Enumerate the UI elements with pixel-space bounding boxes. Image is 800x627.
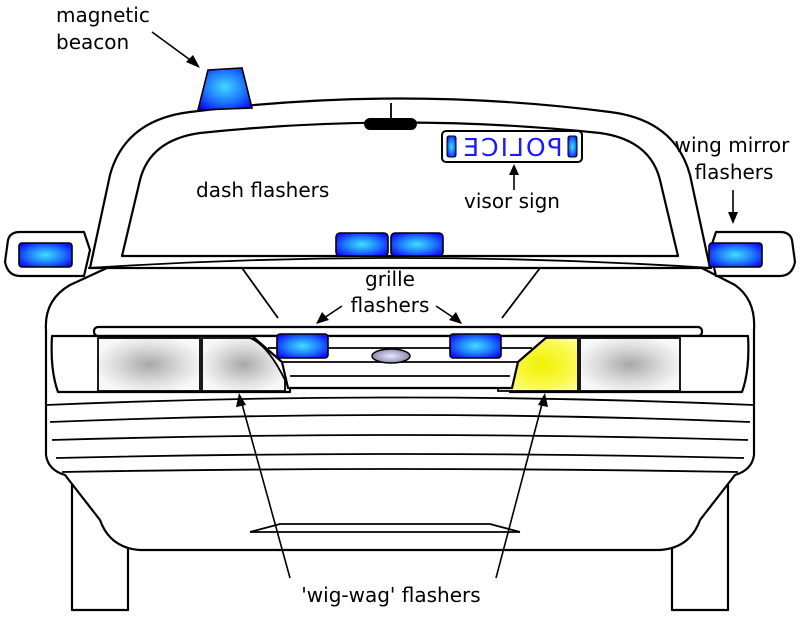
label-dash-flashers: dash flashers	[196, 178, 329, 202]
bumper-line-2	[49, 414, 751, 423]
grille-flasher-right	[449, 333, 502, 359]
dash-flasher-right	[390, 232, 444, 257]
label-wig-wag-flashers: 'wig-wag' flashers	[301, 583, 480, 607]
bumper-line-4	[55, 453, 745, 459]
bonnet-crease-right	[501, 267, 541, 319]
arrow-head-icon	[538, 393, 548, 407]
left-outer-headlight	[97, 337, 201, 392]
arrow-magnetic-beacon	[151, 31, 194, 63]
arrow-head-icon	[186, 55, 200, 68]
rear-view-mirror	[364, 118, 417, 130]
front-top-bar	[92, 325, 704, 338]
label-grille-line2: flashers	[351, 293, 430, 317]
label-grille-line1: grille	[365, 267, 415, 291]
label-visor-sign: visor sign	[464, 189, 560, 213]
magnetic-beacon-light	[196, 67, 254, 111]
arrow-head-icon	[509, 164, 519, 175]
arrows	[151, 31, 738, 579]
arrow-head-icon	[728, 212, 738, 224]
visor-sign	[441, 130, 583, 163]
bumper-line-5	[61, 468, 739, 473]
right-outer-headlight	[579, 337, 681, 392]
label-wing-mirror-line2: flashers	[695, 160, 774, 184]
arrow-wig-wag-right	[495, 403, 543, 579]
arrow-head-icon	[316, 312, 329, 324]
visor-sign-light-left	[446, 135, 457, 158]
dash-flasher-left	[335, 232, 389, 257]
label-wing-mirror-line1: wing mirror	[675, 133, 791, 157]
grille-flasher-left	[276, 333, 329, 359]
wing-mirror-flasher-right	[708, 242, 763, 268]
lower-slot	[249, 523, 521, 533]
bumper-line-1	[45, 396, 755, 406]
label-magnetic-beacon-line2: beacon	[56, 30, 129, 54]
label-magnetic-beacon-line1: magnetic	[56, 3, 150, 27]
bumper-line-3	[51, 434, 749, 441]
wing-mirror-flasher-left	[18, 242, 73, 268]
visor-sign-text: POLICE	[461, 133, 562, 162]
arrow-grille-left	[323, 305, 343, 319]
bonnet-crease-left	[241, 267, 279, 319]
arrow-grille-right	[435, 305, 455, 319]
arrow-head-icon	[449, 312, 462, 324]
left-inner-headlight	[201, 337, 286, 392]
arrow-head-icon	[236, 393, 246, 407]
visor-sign-light-right	[567, 135, 578, 158]
arrow-wig-wag-left	[241, 403, 291, 579]
bonnet-edge	[87, 257, 713, 269]
badge-emblem	[371, 348, 411, 364]
